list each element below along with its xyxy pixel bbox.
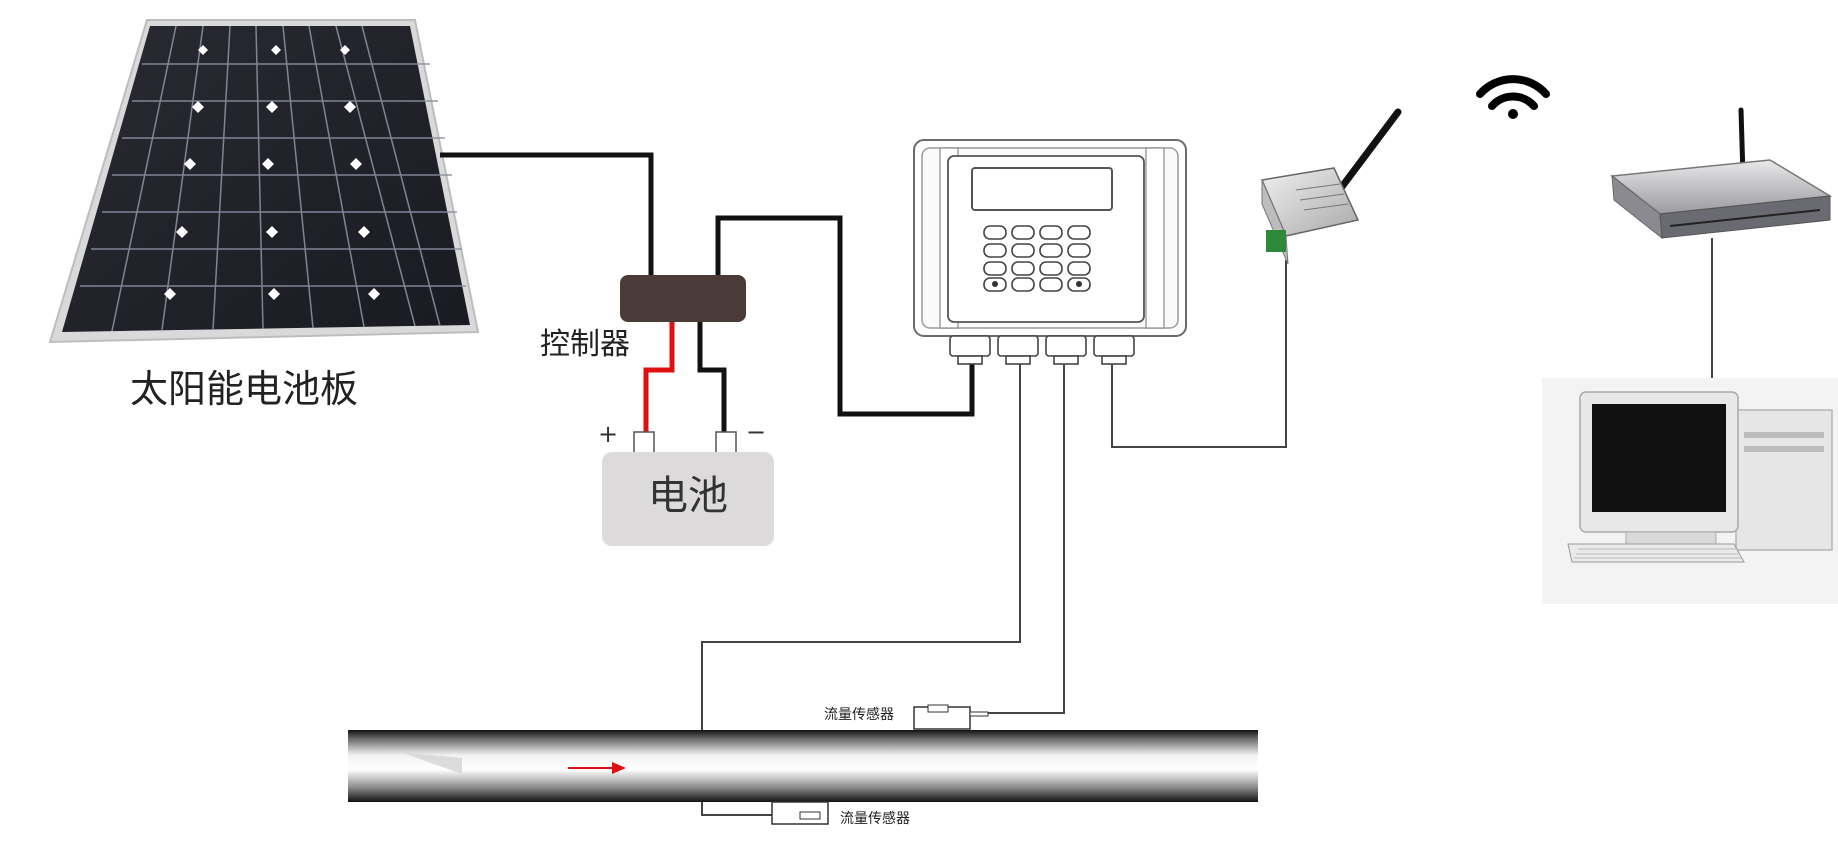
battery <box>602 431 774 546</box>
flow-sensor-bottom <box>771 801 829 825</box>
flow-sensor-top <box>913 704 989 730</box>
controller-box <box>620 275 746 322</box>
desktop-computer <box>1542 378 1838 604</box>
flow-sensor-bottom-label: 流量传感器 <box>840 811 910 827</box>
wireless-dtu-module <box>1260 108 1402 265</box>
wifi-signal-icon <box>1476 75 1550 119</box>
power-wires <box>440 152 975 432</box>
flow-sensor-top-label: 流量传感器 <box>824 707 894 723</box>
controller-label: 控制器 <box>540 327 630 362</box>
pipe <box>348 730 1258 802</box>
battery-plus-label: + <box>598 420 619 448</box>
battery-label: 电池 <box>648 473 728 519</box>
solar-panel <box>48 19 480 344</box>
flowmeter-unit <box>913 139 1187 365</box>
router <box>1610 107 1833 240</box>
solar-panel-label: 太阳能电池板 <box>130 367 359 411</box>
battery-minus-label: − <box>746 418 767 446</box>
flow-direction-arrow <box>568 762 626 774</box>
